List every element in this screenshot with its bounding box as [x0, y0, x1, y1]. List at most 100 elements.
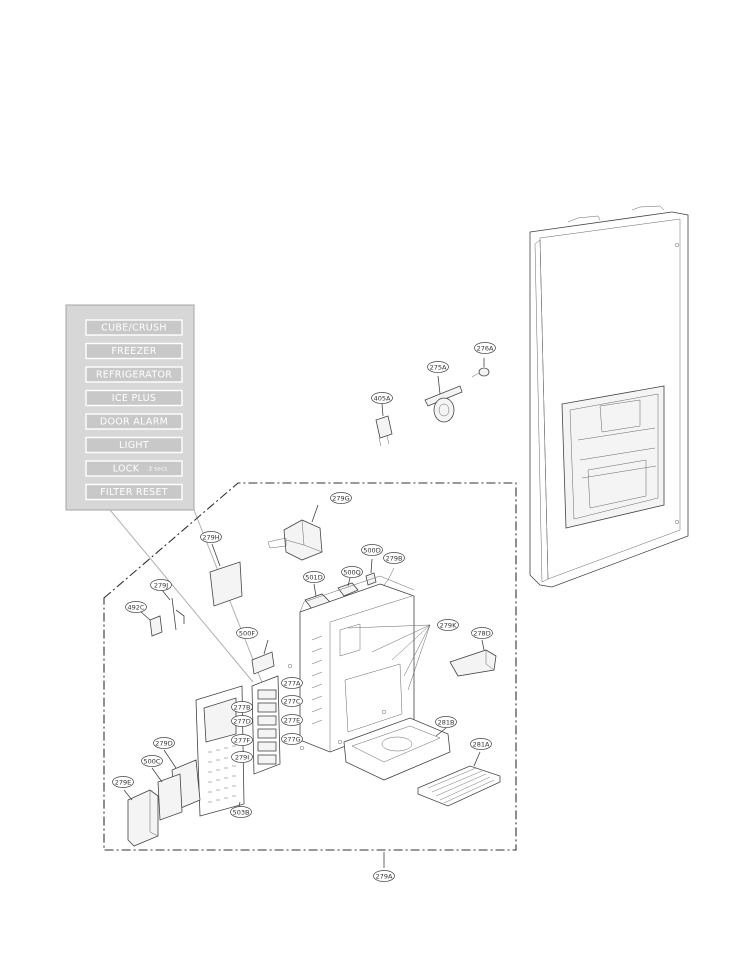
part-label-277G: 277G	[281, 733, 303, 745]
part-label-text: 500D	[363, 546, 380, 554]
part-279G	[267, 504, 323, 561]
panel-button-label: CUBE/CRUSH	[101, 323, 167, 334]
part-label-text: 503B	[233, 808, 250, 816]
part-277-button-stack	[251, 675, 281, 775]
part-label-text: 276A	[477, 344, 494, 352]
panel-button-label: ICE PLUS	[112, 393, 156, 404]
part-label-500F: 500F	[236, 627, 258, 639]
panel-button-2: REFRIGERATOR	[85, 366, 183, 383]
part-label-277A: 277A	[281, 677, 303, 689]
part-label-text: 281A	[473, 740, 490, 748]
part-405A-group	[375, 403, 393, 447]
part-500C	[151, 767, 183, 821]
part-label-text: 492C	[128, 603, 145, 611]
part-label-279H: 279H	[200, 531, 222, 543]
part-label-text: 279G	[332, 494, 349, 502]
part-label-text: 277B	[234, 703, 251, 711]
part-label-text: 277A	[284, 679, 301, 687]
freezer-door	[529, 205, 689, 588]
part-label-277C: 277C	[281, 695, 303, 707]
panel-button-list: CUBE/CRUSH FREEZER REFRIGERATOR ICE PLUS DOO…	[85, 319, 183, 501]
part-503B-front-panel	[195, 685, 245, 817]
panel-button-5: LIGHT	[85, 436, 183, 454]
panel-button-label: LOCK	[113, 464, 140, 475]
panel-button-4: DOOR ALARM	[85, 413, 183, 430]
part-label-text: 281B	[438, 718, 455, 726]
part-label-275A: 275A	[427, 361, 449, 373]
part-label-500C: 500C	[141, 755, 163, 767]
part-279J	[161, 589, 185, 631]
part-label-text: 277E	[284, 716, 301, 724]
part-label-279J: 279J	[150, 579, 172, 591]
part-label-text: 278D	[473, 629, 490, 637]
part-500Q	[337, 577, 359, 597]
part-label-281A: 281A	[470, 738, 492, 750]
part-278D	[449, 639, 497, 677]
part-label-500Q: 500Q	[341, 566, 363, 578]
panel-button-label: FILTER RESET	[100, 487, 168, 498]
part-label-text: 277F	[234, 736, 250, 744]
part-label-text: 279B	[386, 554, 403, 562]
part-275A-group	[424, 375, 463, 423]
part-label-278D: 278D	[471, 627, 493, 639]
part-label-text: 500C	[144, 757, 161, 765]
panel-button-label: LIGHT	[119, 440, 149, 451]
part-label-501D: 501D	[303, 571, 325, 583]
part-label-279B: 279B	[383, 552, 405, 564]
part-label-layer: 276A 275A 405A 279G 279H 500D 279B 501D 500Q 279J…	[112, 342, 496, 882]
panel-button-0: CUBE/CRUSH	[85, 319, 183, 336]
panel-button-3: ICE PLUS	[85, 389, 183, 407]
part-label-279G: 279G	[330, 492, 352, 504]
part-279I-housing	[287, 575, 431, 753]
part-label-276A: 276A	[474, 342, 496, 354]
part-281A-grille	[417, 751, 501, 807]
part-label-text: 501D	[305, 573, 322, 581]
part-label-text: 279K	[440, 621, 457, 629]
part-279E	[123, 789, 159, 847]
part-label-text: 275A	[430, 363, 447, 371]
part-label-503B: 503B	[230, 806, 252, 818]
lock-hold-note: 3 secs	[148, 467, 167, 473]
part-label-text: 500Q	[343, 568, 361, 576]
panel-button-label: DOOR ALARM	[100, 417, 168, 428]
part-492C	[139, 610, 163, 637]
part-label-279K: 279K	[437, 619, 459, 631]
part-label-279D: 279D	[153, 737, 175, 749]
assembly-border	[103, 482, 517, 851]
part-label-279A: 279A	[373, 870, 395, 882]
part-label-text: 279A	[376, 872, 393, 880]
part-label-281B: 281B	[435, 716, 457, 728]
part-label-text: 277G	[283, 735, 300, 743]
part-label-text: 279D	[155, 739, 172, 747]
part-label-277B: 277B	[231, 701, 253, 713]
part-label-492C: 492C	[125, 601, 147, 613]
panel-button-label: REFRIGERATOR	[96, 370, 172, 381]
part-label-277D: 277D	[231, 715, 253, 727]
part-label-text: 279J	[154, 581, 168, 589]
part-label-text: 405A	[374, 394, 391, 402]
part-label-text: 277C	[284, 697, 301, 705]
part-label-277F: 277F	[231, 734, 253, 746]
part-label-text: 279E	[115, 778, 132, 786]
part-label-text: 500F	[239, 629, 255, 637]
part-label-405A: 405A	[371, 392, 393, 404]
panel-button-1: FREEZER	[85, 342, 183, 360]
panel-button-label: FREEZER	[111, 346, 156, 357]
part-label-279I: 279I	[231, 751, 253, 763]
control-panel-callout: CUBE/CRUSH FREEZER REFRIGERATOR ICE PLUS DOO…	[65, 304, 266, 691]
part-label-500D: 500D	[361, 544, 383, 556]
part-500F	[251, 639, 275, 675]
part-label-277E: 277E	[281, 714, 303, 726]
part-276A-group	[471, 358, 490, 378]
panel-button-6: LOCK 3 secs	[85, 460, 183, 477]
part-label-text: 277D	[233, 717, 250, 725]
panel-button-7: FILTER RESET	[85, 483, 183, 501]
part-label-text: 279I	[235, 753, 249, 761]
part-label-text: 279H	[202, 533, 219, 541]
part-label-279E: 279E	[112, 776, 134, 788]
part-500D	[365, 558, 377, 586]
part-281B-drip-tray	[343, 717, 451, 781]
part-279H	[209, 543, 243, 607]
